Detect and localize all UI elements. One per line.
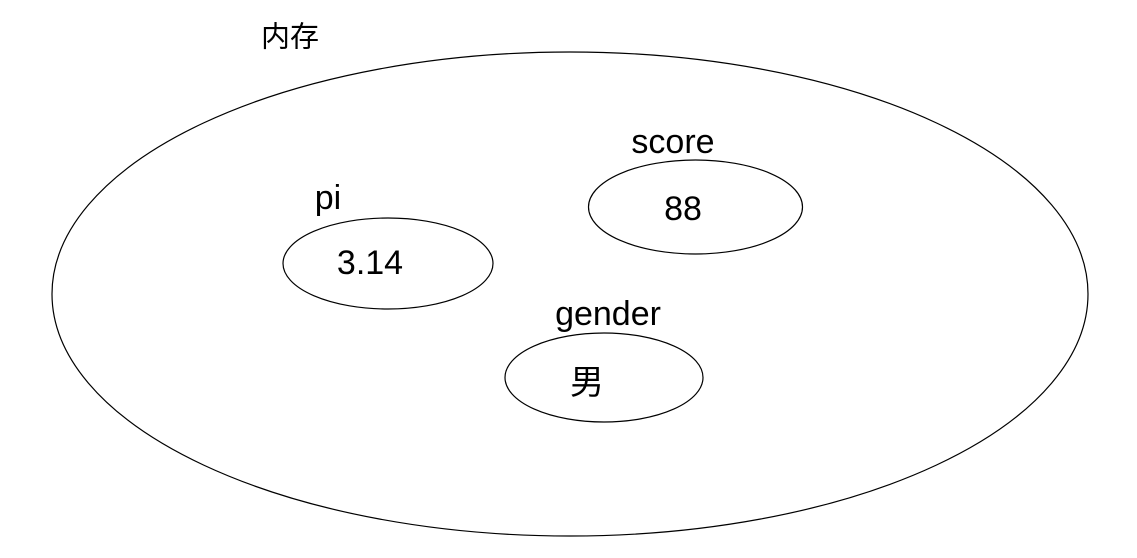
variable-value-gender: 男 [570, 364, 604, 402]
variable-value-score: 88 [664, 190, 702, 228]
variable-value-pi: 3.14 [336, 244, 404, 282]
variable-name-gender: gender [555, 295, 661, 333]
pi-ellipse [282, 217, 494, 310]
variable-name-score: score [631, 123, 715, 161]
variable-name-pi: pi [314, 179, 342, 217]
memory-ellipse [51, 51, 1089, 537]
score-ellipse [587, 159, 804, 255]
gender-ellipse [504, 332, 704, 423]
memory-label: 内存 [260, 21, 320, 54]
